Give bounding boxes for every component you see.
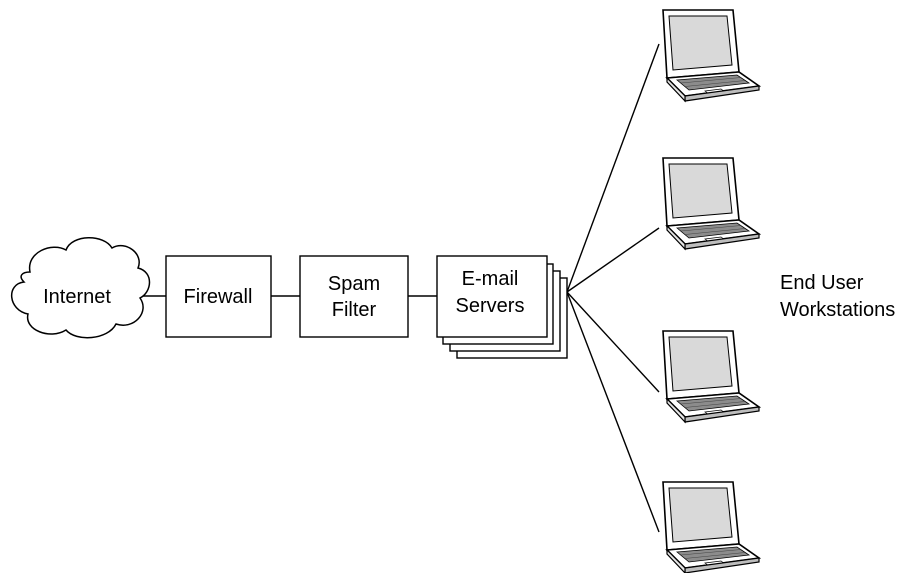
spam-filter-label-line2: Filter [332,299,377,321]
workstations-label-line1: End User [780,272,864,294]
link-servers-laptop-2 [566,227,660,293]
email-servers-label-line1: E-mail [462,268,519,290]
workstations-label-line2: Workstations [780,299,895,321]
laptop-icon [662,330,760,423]
link-servers-laptop-1 [566,43,660,293]
email-servers-stack [436,255,568,359]
email-servers-box [436,255,548,338]
link-servers-laptop-3 [566,291,660,393]
laptop-icon [662,157,760,250]
firewall-box [165,255,272,338]
spam-filter-box [299,255,409,338]
link-servers-laptop-4 [566,291,660,533]
firewall-label: Firewall [184,286,253,308]
email-servers-label-line2: Servers [456,295,525,317]
spam-filter-label-line1: Spam [328,273,380,295]
internet-label: Internet [43,286,111,308]
laptop-icon [662,9,760,102]
laptop-icon [662,481,760,573]
cloud-icon [10,237,151,339]
